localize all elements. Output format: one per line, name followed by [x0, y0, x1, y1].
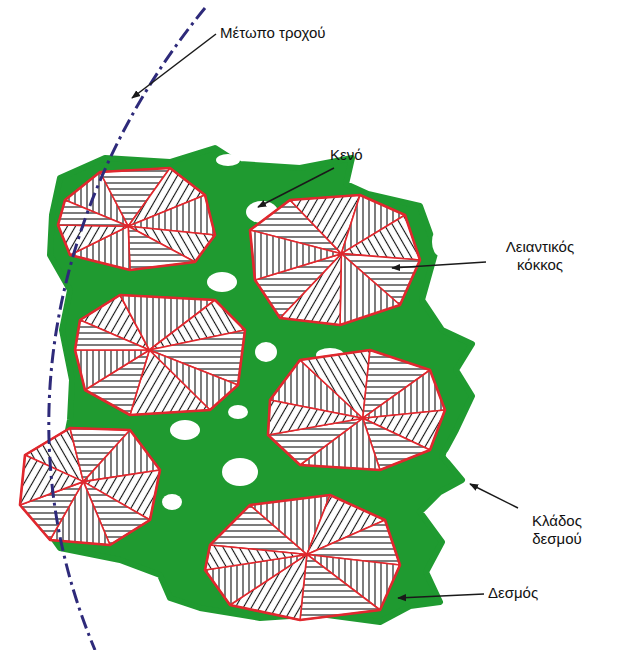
grain-outline	[58, 168, 215, 270]
abrasive-grain	[58, 168, 215, 270]
grain-facet	[58, 200, 128, 226]
callout-label: Κλάδος δεσμού	[520, 512, 594, 548]
abrasive-grain	[20, 428, 160, 545]
grain-facet	[300, 554, 380, 620]
abrasive-grain	[205, 495, 400, 620]
grain-outline	[20, 428, 160, 545]
grain-facet	[268, 400, 363, 435]
label-anchor: Δεσμός	[488, 584, 538, 602]
grain-facet	[75, 320, 149, 350]
grain-facet	[75, 350, 149, 390]
grain-outline	[205, 495, 400, 620]
grain-facet	[205, 545, 307, 570]
grain-outline	[268, 350, 445, 470]
grain-facet	[20, 455, 83, 505]
bond-matrix	[40, 148, 472, 622]
grain-facet	[250, 230, 341, 280]
label-anchor: Λειαντικός κόκκος	[490, 238, 590, 274]
callout-label: Κενό	[330, 146, 363, 164]
label-anchor: Μέτωπο τροχού	[220, 24, 325, 42]
label-anchor: Κλάδος δεσμού	[520, 512, 594, 548]
leader-line	[132, 34, 518, 598]
callout-label: Λειαντικός κόκκος	[490, 238, 590, 274]
abrasive-grain	[250, 195, 420, 325]
callout-label: Μέτωπο τροχού	[220, 24, 325, 42]
abrasive-grain	[268, 350, 445, 470]
abrasive-grain	[75, 295, 245, 415]
callout-label: Δεσμός	[488, 584, 538, 602]
grain-outline	[250, 195, 420, 325]
wheel-face-line	[49, 8, 205, 650]
label-anchor: Κενό	[330, 146, 363, 164]
grain-outline	[75, 295, 245, 415]
